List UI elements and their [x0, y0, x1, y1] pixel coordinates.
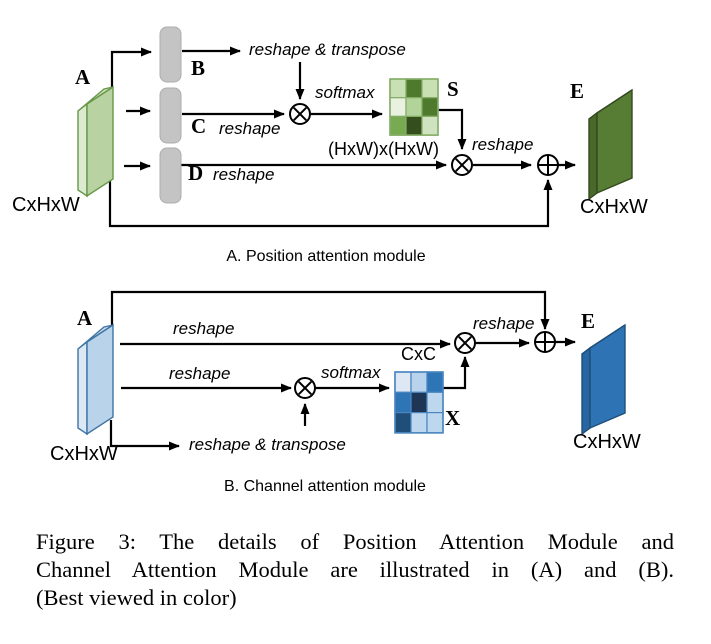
x-matrix-cell: [410, 391, 428, 414]
caption-line: Figure 3: The details of Position Attent…: [36, 529, 674, 554]
softmax-label: softmax: [321, 363, 381, 382]
matmul-operator-icon: [289, 103, 311, 125]
matmul-operator-icon: [451, 154, 473, 176]
reshape-out-label: reshape: [473, 314, 535, 333]
arrow-a-to-transpose: [109, 420, 180, 451]
x-matrix-cell: [426, 371, 444, 393]
conv-box-b: [159, 26, 182, 83]
sum-operator-icon: [534, 331, 556, 353]
arrow-skip-to-sum: [110, 290, 550, 330]
x-matrix-cell: [410, 371, 428, 393]
attention-dims-label: (HxW)x(HxW): [328, 139, 439, 159]
position-module-arrows: [108, 46, 576, 228]
output-map-e-green: [588, 88, 633, 201]
reshape-c-label: reshape: [219, 119, 281, 138]
reshape-top-label: reshape: [173, 319, 235, 338]
channel-attention-matrix-x: [394, 371, 444, 434]
x-matrix-label: X: [445, 406, 461, 430]
matmul-operator-icon: [294, 377, 316, 399]
s-matrix-cell: [421, 115, 439, 136]
x-matrix-cell-outline: [394, 371, 444, 434]
arrow-a-to-b: [110, 47, 152, 88]
arrow-x-to-matmul2: [443, 356, 470, 390]
conv-box-d: [159, 147, 182, 204]
s-matrix-cell: [389, 78, 407, 99]
box-d-label: D: [188, 161, 204, 185]
x-matrix-cell: [394, 371, 412, 393]
x-matrix-cell: [426, 412, 444, 434]
figure-caption: Figure 3: The details of Position Attent…: [36, 528, 674, 612]
channel-attention-module-diagram: [77, 290, 626, 451]
softmax-label: softmax: [315, 83, 375, 102]
x-matrix-cell: [394, 412, 412, 434]
spatial-attention-matrix-s: [389, 78, 439, 136]
output-dims-label: CxHxW: [573, 431, 641, 453]
reshape-transpose-label: reshape & transpose: [189, 435, 346, 454]
conv-box-c: [159, 87, 182, 144]
position-attention-module-diagram: [77, 26, 633, 228]
arrow-s-to-matmul2: [438, 108, 467, 150]
s-matrix-cell: [405, 78, 423, 99]
x-matrix-cell: [410, 412, 428, 434]
box-c-label: C: [191, 114, 207, 138]
output-map-e-blue: [581, 323, 626, 436]
s-matrix-cell: [405, 115, 423, 136]
reshape-d-label: reshape: [213, 165, 275, 184]
reshape-mid-label: reshape: [169, 364, 231, 383]
input-a-label: A: [75, 65, 91, 89]
feature-map-a-blue: [77, 323, 114, 436]
reshape-transpose-label: reshape & transpose: [249, 40, 406, 59]
s-matrix-label: S: [447, 77, 459, 101]
channel-module-arrows: [109, 290, 576, 451]
s-matrix-cell: [405, 97, 423, 117]
s-matrix-cell: [389, 97, 407, 117]
s-matrix-cell: [389, 115, 407, 136]
s-matrix-cell: [421, 78, 439, 99]
output-e-label: E: [581, 309, 596, 333]
caption-line: Channel Attention Module are illustrated…: [36, 557, 674, 582]
position-module-title: A. Position attention module: [226, 248, 426, 265]
s-matrix-cell: [421, 97, 439, 117]
x-matrix-cell: [426, 391, 444, 414]
feature-map-a-green: [77, 85, 114, 198]
box-b-label: B: [191, 56, 206, 80]
output-e-label: E: [570, 79, 585, 103]
output-dims-label: CxHxW: [580, 196, 648, 218]
channel-module-title: B. Channel attention module: [224, 478, 426, 495]
matmul-operator-icon: [454, 332, 476, 354]
x-matrix-cell: [394, 391, 412, 414]
s-matrix-cell-outline: [389, 78, 439, 136]
caption-line: (Best viewed in color): [36, 585, 237, 610]
reshape-out-label: reshape: [472, 135, 534, 154]
input-dims-label: CxHxW: [50, 443, 118, 465]
attention-dims-label: CxC: [401, 344, 436, 364]
sum-operator-icon: [537, 154, 559, 176]
arrow-skip-to-sum: [108, 179, 553, 228]
input-dims-label: CxHxW: [12, 194, 80, 216]
input-a-label: A: [77, 306, 93, 330]
